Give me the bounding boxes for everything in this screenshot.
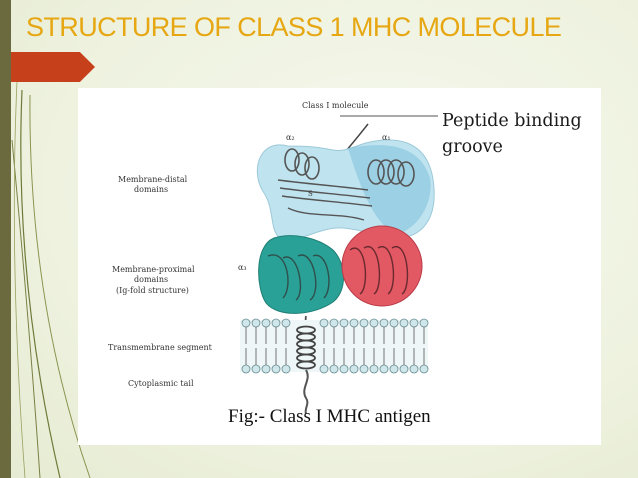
cytoplasmic-tail-label: Cytoplasmic tail [128, 379, 194, 388]
peptide-binding-label-line2: groove [442, 137, 503, 157]
figure-panel: Class I molecule α₂ α₁ α₃ S Peptide bind… [78, 88, 601, 445]
slide-title: STRUCTURE OF CLASS 1 MHC MOLECULE [26, 12, 562, 42]
proximal-domains-label-line1: Membrane-proximal [112, 265, 195, 274]
distal-domains-label-line1: Membrane-distal [118, 175, 188, 184]
alpha1-helix [367, 159, 415, 187]
beta2-microglobulin-domain [341, 225, 423, 307]
arrow-tab-decoration [11, 52, 95, 82]
alpha3-strands [267, 254, 330, 301]
figure-caption: Fig:- Class I MHC antigen [228, 406, 431, 427]
class-i-molecule-label: Class I molecule [302, 101, 369, 110]
alpha1-label: α₁ [382, 133, 391, 142]
disulfide-loop [287, 207, 365, 221]
distal-domains-label-line2: domains [134, 185, 168, 194]
decorative-lines [11, 59, 91, 478]
beta-strand-3 [281, 195, 373, 207]
alpha3-label: α₃ [238, 263, 247, 272]
cytoplasmic-tail [303, 369, 309, 415]
alpha3-domain [258, 235, 344, 314]
proximal-domains-label-line3: (Ig-fold structure) [116, 286, 189, 295]
peptide-binding-label-line1: Peptide binding [442, 111, 582, 131]
beta-strand-2 [279, 187, 371, 199]
mhc-diagram: Class I molecule α₂ α₁ α₃ S Peptide bind… [108, 101, 582, 427]
alpha2-helix [284, 148, 320, 180]
transmembrane-helix [296, 325, 316, 370]
disulfide-s-label: S [308, 190, 313, 198]
transmembrane-label: Transmembrane segment [108, 343, 213, 352]
alpha2-label: α₂ [286, 133, 295, 142]
lipid-bilayer [240, 318, 429, 374]
left-accent-bar [0, 0, 11, 478]
beta-strand-1 [277, 179, 369, 191]
beta2m-strands [349, 246, 409, 295]
proximal-domains-label-line2: domains [134, 275, 168, 284]
